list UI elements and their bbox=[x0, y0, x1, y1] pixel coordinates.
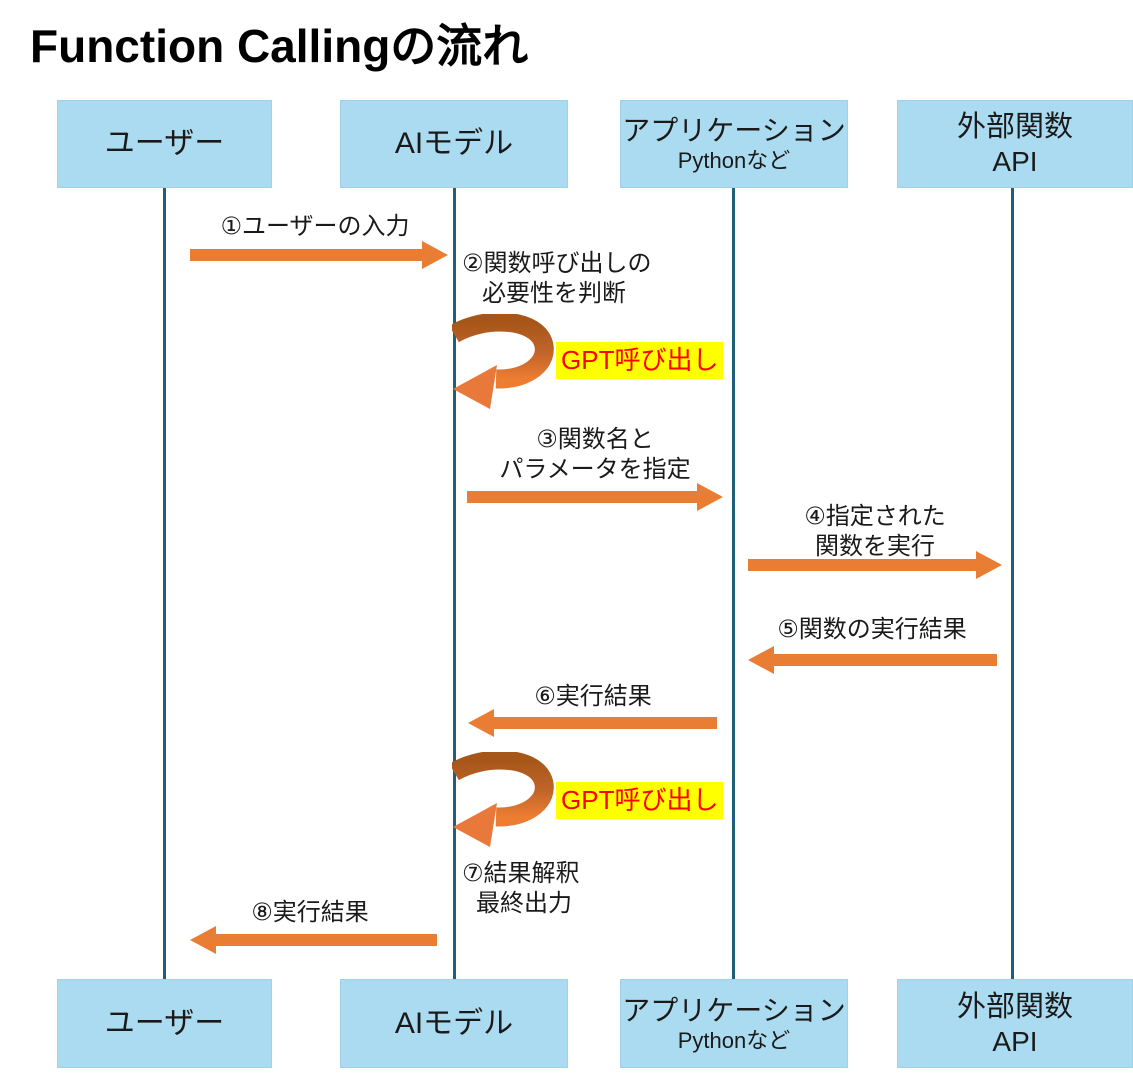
message-4-label: ④指定された 関数を実行 bbox=[750, 502, 1000, 562]
arrow-head-right-icon bbox=[697, 483, 723, 511]
message-4-line2: 関数を実行 bbox=[815, 533, 935, 560]
message-6-label: ⑥実行結果 bbox=[534, 683, 652, 710]
arrow-head-left-icon bbox=[190, 926, 216, 954]
actor-box-application-top: アプリケーション Pythonなど bbox=[620, 100, 848, 188]
arrow-head-right-icon bbox=[422, 241, 448, 269]
message-1-label: ①ユーザーの入力 bbox=[220, 213, 410, 240]
arrow-head-left-icon bbox=[468, 709, 494, 737]
lifeline-ai-model bbox=[453, 188, 456, 979]
message-7-note: ⑦結果解釈 最終出力 bbox=[462, 859, 580, 919]
actor-sublabel-external-api: API bbox=[992, 1025, 1038, 1057]
message-1-arrow bbox=[190, 241, 448, 269]
actor-label-external-api: 外部関数 bbox=[956, 111, 1073, 144]
arrow-shaft bbox=[748, 559, 977, 571]
message-5-label: ⑤関数の実行結果 bbox=[777, 616, 967, 643]
actor-sublabel-external-api: API bbox=[992, 146, 1038, 178]
message-7-line2: 最終出力 bbox=[476, 890, 572, 917]
message-7-line1: ⑦結果解釈 bbox=[462, 860, 580, 887]
arrow-shaft bbox=[190, 249, 423, 261]
gpt-call-loop-arrow-1 bbox=[452, 314, 554, 409]
actor-label-external-api: 外部関数 bbox=[956, 990, 1073, 1023]
message-8-label: ⑧実行結果 bbox=[251, 899, 369, 926]
arrow-head-left-icon bbox=[748, 646, 774, 674]
message-5-arrow bbox=[748, 646, 997, 674]
actor-box-external-api-bottom: 外部関数 API bbox=[897, 979, 1133, 1068]
message-6-arrow bbox=[468, 709, 717, 737]
actor-sublabel-application: Pythonなど bbox=[677, 148, 791, 174]
actor-box-external-api-top: 外部関数 API bbox=[897, 100, 1133, 188]
message-3-line1: ③関数名と bbox=[536, 426, 654, 453]
message-3-line2: パラメータを指定 bbox=[499, 456, 691, 483]
arrow-shaft bbox=[467, 491, 698, 503]
lifeline-application bbox=[732, 188, 735, 979]
actor-sublabel-application: Pythonなど bbox=[677, 1027, 791, 1053]
arrow-shaft bbox=[773, 654, 997, 666]
lifeline-external-api bbox=[1011, 188, 1014, 979]
message-2-note: ②関数呼び出しの 必要性を判断 bbox=[462, 249, 652, 309]
actor-label-application: アプリケーション bbox=[622, 994, 846, 1026]
gpt-call-loop-arrow-2 bbox=[452, 752, 554, 847]
arrow-head-right-icon bbox=[976, 551, 1002, 579]
actor-label-user: ユーザー bbox=[104, 1006, 225, 1040]
message-2-line2: 必要性を判断 bbox=[482, 280, 626, 307]
actor-box-user-bottom: ユーザー bbox=[57, 979, 272, 1068]
message-4-arrow bbox=[748, 551, 1002, 579]
gpt-call-label-1: GPT呼び出し bbox=[556, 342, 724, 379]
actor-label-ai-model: AIモデル bbox=[394, 1006, 514, 1040]
actor-label-user: ユーザー bbox=[104, 127, 225, 161]
message-3-arrow bbox=[467, 483, 723, 511]
actor-box-application-bottom: アプリケーション Pythonなど bbox=[620, 979, 848, 1068]
actor-box-ai-model-top: AIモデル bbox=[340, 100, 568, 188]
arrow-shaft bbox=[493, 717, 717, 729]
message-8-arrow bbox=[190, 926, 437, 954]
page-title: Function Callingの流れ bbox=[30, 20, 529, 72]
gpt-call-label-2: GPT呼び出し bbox=[556, 782, 724, 819]
message-3-label: ③関数名と パラメータを指定 bbox=[470, 425, 720, 485]
actor-box-ai-model-bottom: AIモデル bbox=[340, 979, 568, 1068]
arrow-shaft bbox=[215, 934, 437, 946]
message-2-line1: ②関数呼び出しの bbox=[462, 250, 652, 277]
lifeline-user bbox=[163, 188, 166, 979]
message-4-line1: ④指定された bbox=[804, 503, 946, 530]
actor-label-application: アプリケーション bbox=[622, 115, 846, 147]
actor-box-user-top: ユーザー bbox=[57, 100, 272, 188]
actor-label-ai-model: AIモデル bbox=[394, 127, 514, 161]
